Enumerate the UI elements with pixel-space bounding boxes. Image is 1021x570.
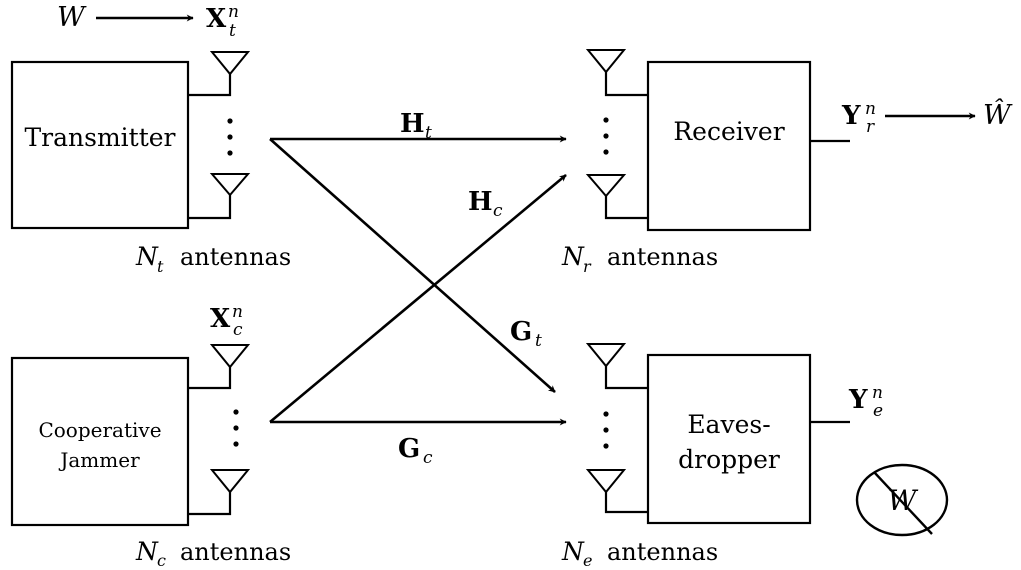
svg-text:t: t xyxy=(157,257,164,276)
svg-text:antennas: antennas xyxy=(180,243,291,271)
antenna-icon xyxy=(209,344,251,369)
jammer-antenna-count: N c antennas xyxy=(135,537,291,570)
svg-text:X: X xyxy=(210,304,231,334)
channel-gt-label: G t xyxy=(510,317,542,351)
transmitter-label: Transmitter xyxy=(24,123,175,152)
jammer-label-line2: Jammer xyxy=(58,448,140,472)
svg-text:n: n xyxy=(232,302,243,322)
svg-text:N: N xyxy=(135,242,159,271)
eavesdropper-node: Eaves- dropper xyxy=(585,343,850,525)
antenna-icon xyxy=(585,174,627,198)
antenna-icon xyxy=(209,51,251,76)
signal-xt-label: X n t xyxy=(206,2,239,41)
svg-text:r: r xyxy=(866,117,875,137)
svg-text:antennas: antennas xyxy=(607,243,718,271)
eavesdropper-block xyxy=(646,353,812,525)
svg-text:r: r xyxy=(583,257,592,276)
svg-text:N: N xyxy=(135,537,159,566)
ellipsis-dots xyxy=(603,117,609,155)
svg-text:t: t xyxy=(229,21,236,41)
ellipsis-dots xyxy=(233,409,239,447)
svg-text:n: n xyxy=(872,383,883,403)
svg-text:Y: Y xyxy=(841,101,861,131)
antenna-icon xyxy=(585,469,627,494)
antenna-icon xyxy=(209,173,251,197)
svg-text:t: t xyxy=(535,331,542,351)
eavesdropper-label-line1: Eaves- xyxy=(687,410,770,439)
svg-text:antennas: antennas xyxy=(180,538,291,566)
hidden-message-symbol: W xyxy=(888,484,919,517)
eve-antenna-count: N e antennas xyxy=(561,537,718,570)
channel-hc-arrow xyxy=(269,174,567,423)
svg-text:t: t xyxy=(425,123,432,143)
channel-gt-arrow xyxy=(269,138,556,393)
no-message-icon: W xyxy=(855,463,949,537)
channel-hc-label: H c xyxy=(468,187,503,221)
channel-arrows xyxy=(269,135,567,426)
svg-text:antennas: antennas xyxy=(607,538,718,566)
transmitter-node: Transmitter xyxy=(10,51,251,230)
signal-xc-label: X n c xyxy=(210,302,243,340)
channel-gc-label: G c xyxy=(398,434,433,468)
svg-text:n: n xyxy=(865,99,876,119)
svg-text:Y: Y xyxy=(848,385,868,415)
channel-ht-label: H t xyxy=(400,109,432,143)
svg-text:e: e xyxy=(873,401,883,421)
jammer-node: Cooperative Jammer xyxy=(10,344,251,527)
svg-text:X: X xyxy=(206,4,227,34)
message-symbol: W xyxy=(57,2,87,33)
svg-text:c: c xyxy=(233,320,243,340)
svg-text:H: H xyxy=(400,109,425,139)
receiver-node: Receiver xyxy=(585,49,850,232)
antenna-icon xyxy=(209,469,251,494)
svg-text:G: G xyxy=(398,434,420,464)
message-estimate-symbol: Ŵ xyxy=(983,98,1013,131)
svg-text:c: c xyxy=(423,448,433,468)
svg-text:G: G xyxy=(510,317,532,347)
ellipsis-dots xyxy=(603,411,609,449)
eavesdropper-label-line2: dropper xyxy=(678,445,780,474)
ellipsis-dots xyxy=(227,118,233,156)
tx-antenna-count: N t antennas xyxy=(135,242,291,276)
svg-text:N: N xyxy=(561,242,585,271)
receiver-label: Receiver xyxy=(673,117,784,146)
receiver-block xyxy=(646,60,812,232)
svg-text:e: e xyxy=(583,551,592,570)
signal-ye-label: Y n e xyxy=(848,383,883,421)
jammer-label-line1: Cooperative xyxy=(38,418,161,442)
antenna-icon xyxy=(585,343,627,368)
svg-text:N: N xyxy=(561,537,585,566)
svg-text:n: n xyxy=(228,2,239,22)
antenna-icon xyxy=(585,49,627,74)
jammer-block xyxy=(10,356,190,527)
svg-text:c: c xyxy=(157,551,166,570)
transmitter-block xyxy=(10,60,190,230)
svg-text:H: H xyxy=(468,187,493,217)
signal-yr-label: Y n r xyxy=(841,99,876,137)
svg-text:c: c xyxy=(493,201,503,221)
rx-antenna-count: N r antennas xyxy=(561,242,718,276)
